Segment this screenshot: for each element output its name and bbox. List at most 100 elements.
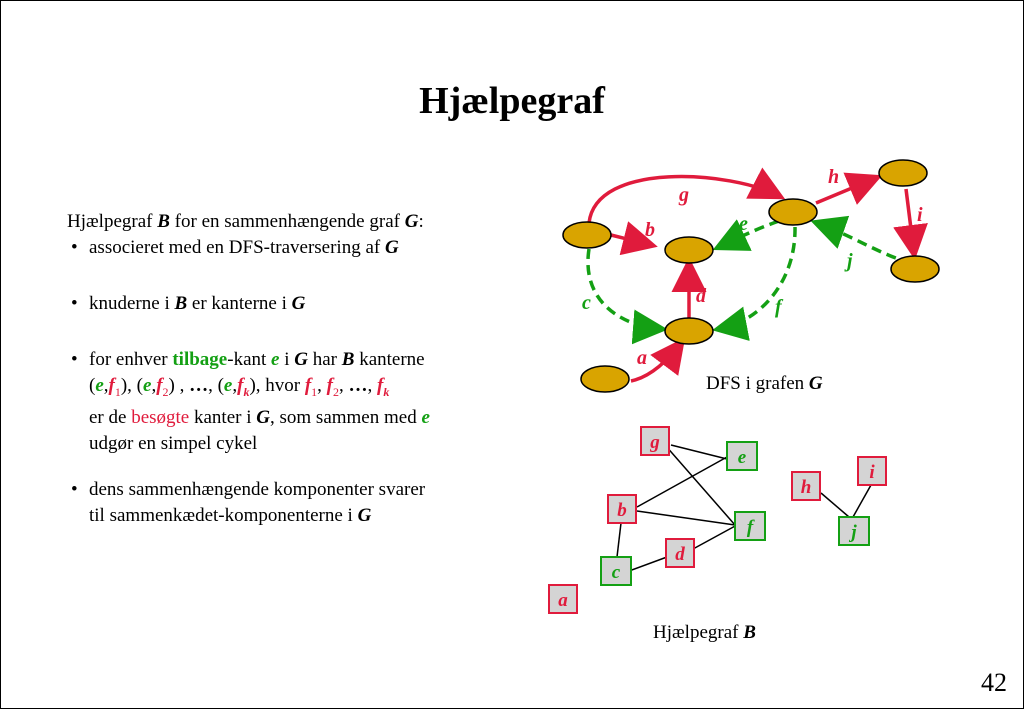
aux-node-g: g — [640, 426, 670, 456]
b3-e3: e — [223, 375, 233, 396]
aux-edge-g-e — [670, 444, 728, 460]
node-mid — [664, 236, 714, 264]
bullet-back-line1: for enhver tilbage-kant e i G har B kant… — [89, 347, 547, 373]
aux-node-c: c — [600, 556, 632, 586]
b3-dots1: … — [189, 375, 209, 396]
b3-t1: for enhver — [89, 349, 173, 370]
bullet-components: dens sammenhængende komponenter svarer t… — [67, 477, 547, 529]
b3-comma1: , — [103, 375, 109, 396]
edge-h — [815, 172, 883, 205]
aux-edge-g-f — [664, 444, 736, 526]
b3-list-fk: f — [377, 375, 384, 396]
page-number: 42 — [981, 668, 1007, 697]
b3-open: ( — [89, 375, 96, 396]
label-c: c — [582, 292, 591, 314]
edge-i — [893, 188, 928, 260]
aux-node-d: d — [665, 538, 695, 568]
aux-caption: Hjælpegraf B — [653, 622, 756, 643]
intro-suffix: : — [418, 211, 424, 232]
dfs-graph: g b e h i j d c f a DFS i grafen G — [562, 159, 940, 394]
b3-comma3: , — [232, 375, 238, 396]
node-left — [562, 221, 612, 249]
b3-e4: e — [421, 406, 430, 428]
svg-text:b: b — [617, 500, 627, 521]
svg-text:e: e — [738, 447, 747, 468]
aux-node-j: j — [838, 516, 870, 546]
bullet-nodes-G: G — [291, 293, 306, 314]
b3-list-sub1: 1 — [311, 384, 318, 399]
aux-edge-i-j — [852, 484, 872, 518]
svg-text:d: d — [675, 544, 685, 565]
b3-sub1: 1 — [114, 384, 121, 399]
b3-t2: -kant — [227, 349, 272, 370]
b3-e: e — [271, 349, 280, 370]
aux-graph: g b d a h i e f c j Hjælpegraf B — [548, 426, 887, 643]
b3-t7: kanter i — [189, 406, 257, 428]
b3-dots2: … — [348, 375, 368, 396]
svg-text:c: c — [612, 562, 621, 583]
label-g: g — [678, 184, 689, 206]
b3-e1: e — [95, 375, 104, 396]
b3-lsep3: , — [367, 375, 377, 396]
intro-line: Hjælpegraf B for en sammenhængende graf … — [67, 209, 547, 235]
label-i: i — [917, 204, 923, 226]
b3-t3: i — [279, 349, 295, 370]
label-b: b — [645, 219, 655, 241]
label-a: a — [637, 347, 647, 369]
bullet-dfs: associeret med en DFS-traversering af G — [67, 235, 547, 261]
intro-prefix: Hjælpegraf — [67, 211, 158, 232]
body-text: Hjælpegraf B for en sammenhængende graf … — [67, 209, 547, 529]
node-right — [890, 255, 940, 283]
b3-sep: , ( — [208, 375, 224, 396]
b3-f1: f — [108, 375, 115, 396]
edge-c — [586, 248, 668, 345]
intro-G: G — [404, 211, 419, 232]
b3-fk: f — [237, 375, 244, 396]
bullet-nodes-t2: er kanterne i — [187, 293, 292, 314]
b3-t8: , som sammen med — [270, 406, 422, 428]
svg-text:f: f — [747, 517, 755, 538]
b3-subk: k — [243, 384, 250, 399]
b3-t5: kanterne — [354, 349, 425, 370]
edge-j — [810, 215, 912, 265]
svg-text:g: g — [649, 432, 660, 453]
b3-lsep2: , — [339, 375, 349, 396]
bullet-back-line4: udgør en simpel cykel — [89, 432, 258, 454]
svg-text:i: i — [869, 462, 875, 483]
b3-list-subk: k — [383, 384, 390, 399]
intro-B: B — [157, 211, 170, 232]
edge-f — [712, 226, 797, 341]
b4-line1: dens sammenhængende komponenter svarer — [89, 478, 426, 500]
bullet-nodes-t1: knuderne i — [89, 293, 175, 314]
edge-g — [587, 167, 786, 224]
node-top — [768, 198, 818, 226]
node-topright — [878, 159, 928, 187]
b3-lsep1: , — [317, 375, 327, 396]
aux-node-a: a — [548, 584, 578, 614]
label-j: j — [844, 250, 853, 272]
bullet-back-edge: for enhver tilbage-kant e i G har B kant… — [67, 347, 547, 457]
label-d: d — [696, 285, 707, 307]
intro-middle: for en sammenhængende graf — [169, 211, 405, 232]
edge-e — [712, 219, 780, 251]
aux-edges — [616, 444, 872, 572]
aux-edge-d-f — [692, 524, 738, 550]
b3-sub2: 2 — [162, 384, 169, 399]
b3-visited: besøgte — [131, 406, 190, 428]
dfs-caption: DFS i grafen G — [706, 373, 823, 394]
b3-t6: er de — [89, 406, 132, 428]
b3-B: B — [341, 349, 355, 370]
aux-edge-b-f — [636, 510, 736, 526]
aux-edge-b-c — [616, 522, 622, 558]
b3-list-f2: f — [326, 375, 333, 396]
bullet-dfs-G: G — [384, 237, 399, 258]
svg-text:a: a — [558, 590, 568, 611]
aux-edge-c-d — [628, 556, 668, 572]
b3-G: G — [294, 349, 308, 370]
aux-node-i: i — [857, 456, 887, 486]
aux-edge-b-e — [636, 456, 728, 508]
aux-edge-h-j — [820, 492, 850, 518]
bullet-nodes: knuderne i B er kanterne i G — [67, 291, 547, 317]
aux-node-f: f — [734, 511, 766, 541]
b3-close2: ) , — [168, 375, 190, 396]
